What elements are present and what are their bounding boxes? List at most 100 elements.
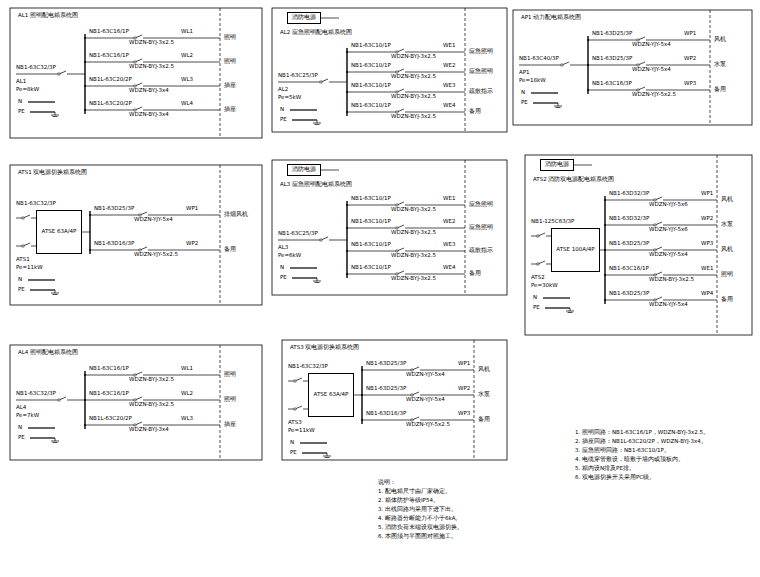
load-name: 水泵 [721,222,733,228]
breaker-rating: NB1-63D25/3P [366,361,406,367]
load-name: 风机 [721,247,733,253]
transfer-switch-box: ATSE 100A/4P [551,228,600,272]
circuit-id: WL3 [181,77,193,83]
cable-spec: WDZN-BYJ-3x4 [129,112,169,118]
neutral-bar-label: N [533,295,537,301]
circuit-id: WP3 [701,241,713,247]
breaker-rating: NB1-63C10/1P [351,219,391,225]
earth-bar-label: PE [280,275,287,281]
earth-symbol [55,290,56,293]
breaker-rating: NB1-125C63/3P [531,219,574,225]
breaker-rating: NB1-63C16/3P [592,81,632,87]
outgoing-line [347,205,397,206]
cable-spec: WDZN-BYJ-3x4 [129,88,169,94]
bus-junction [361,419,363,421]
neutral-bar-label: N [280,107,284,113]
incoming-line [16,400,58,401]
breaker-symbol [397,202,404,205]
outgoing-line [405,112,465,113]
busbar [84,371,85,429]
breaker-contact [396,51,398,53]
panel-frame [10,345,262,460]
cable-spec: WDZN-BYJ-3x2.5 [129,64,174,70]
breaker-contact [411,394,413,396]
design-note: 5. 箱内设N排及PE排。 [575,466,635,472]
earth-bar [30,289,55,290]
earth-bar-label: PE [18,435,25,441]
circuit-id: WE3 [443,242,455,248]
load-name: 备用 [721,297,733,303]
outgoing-line [405,274,465,275]
breaker-symbol [655,247,662,250]
bus-junction [346,111,348,113]
breaker-symbol [638,37,645,40]
outgoing-line [347,112,397,113]
breaker-symbol [397,225,404,228]
incoming-line [278,82,320,83]
breaker-symbol [397,89,404,92]
load-name: 备用 [478,417,490,423]
outgoing-line [605,275,655,276]
design-note: 1. 照明回路：NB1-63C16/1P，WDZN-BYJ-3x2.5。 [575,430,709,436]
load-name: 备用 [469,271,481,277]
earth-symbol [558,103,559,106]
bus-junction [604,274,606,276]
outgoing-line [605,200,655,201]
earth-symbol [51,293,59,294]
breaker-symbol [140,212,147,215]
breaker-symbol [59,397,66,400]
design-note: 4. 电缆穿管敷设，暗敷于墙内或顶板内。 [575,457,684,463]
breaker-contact [320,239,322,241]
cable-spec: WDZN-YJY-5x6 [649,227,688,233]
outgoing-line [143,38,220,39]
power-rating: Pe=18kW [519,78,546,84]
neutral-bar [28,427,55,428]
outgoing-line [85,62,135,63]
breaker-rating: NB1-63C25/3P [278,231,318,237]
source-tag-lead [321,170,339,171]
cable-spec: WDZN-BYJ-3x2.5 [129,402,174,408]
circuit-id: WE4 [443,265,455,271]
bus-junction [604,224,606,226]
circuit-id: WE1 [701,266,713,272]
breaker-contact [134,424,136,426]
outgoing-line [85,86,135,87]
breaker-rating: NB1L-63C20/2P [89,101,132,107]
design-note: 5. 消防负荷末端设双电源切换。 [378,525,463,531]
breaker-contact [537,263,539,265]
load-name: 应急照明 [469,49,493,55]
bus-junction [346,204,348,206]
outgoing-line [148,250,220,251]
breaker-symbol [23,243,30,246]
breaker-rating: NB1-63D25/3P [609,241,649,247]
breaker-contact [294,380,296,382]
breaker-symbol [638,62,645,65]
cable-spec: WDZN-BYJ-3x2.5 [391,54,436,60]
bus-junction [587,39,589,41]
outgoing-line [405,251,465,252]
incoming-line [288,381,294,382]
circuit-id: WL3 [181,416,193,422]
breaker-symbol [412,392,419,395]
incoming-line [16,246,22,247]
earth-symbol [51,115,59,116]
design-note: 1. 配电箱尺寸由厂家确定。 [378,489,451,495]
node-text: ATSE 63A/4P [42,229,77,235]
bus-junction [84,85,86,87]
cable-spec: WDZN-YJY-5x6 [649,202,688,208]
cable-spec: WDZN-BYJ-3x2.5 [649,277,694,283]
design-note: 3. 应急照明回路：NB1-63C10/1P。 [575,448,670,454]
outgoing-line [90,215,140,216]
breaker-symbol [397,271,404,274]
neutral-bar [531,92,558,93]
earth-symbol [53,442,58,443]
outgoing-line [347,52,397,53]
cable-spec: WDZN-BYJ-3x2.5 [391,207,436,213]
earth-bar-label: PE [18,109,25,115]
breaker-rating: NB1-63D25/3P [592,56,632,62]
breaker-rating: NB1-63C40/3P [519,56,559,62]
earth-symbol [570,308,571,311]
earth-bar [533,102,558,103]
circuit-id: WE2 [443,219,455,225]
circuit-id: WP2 [186,241,198,247]
